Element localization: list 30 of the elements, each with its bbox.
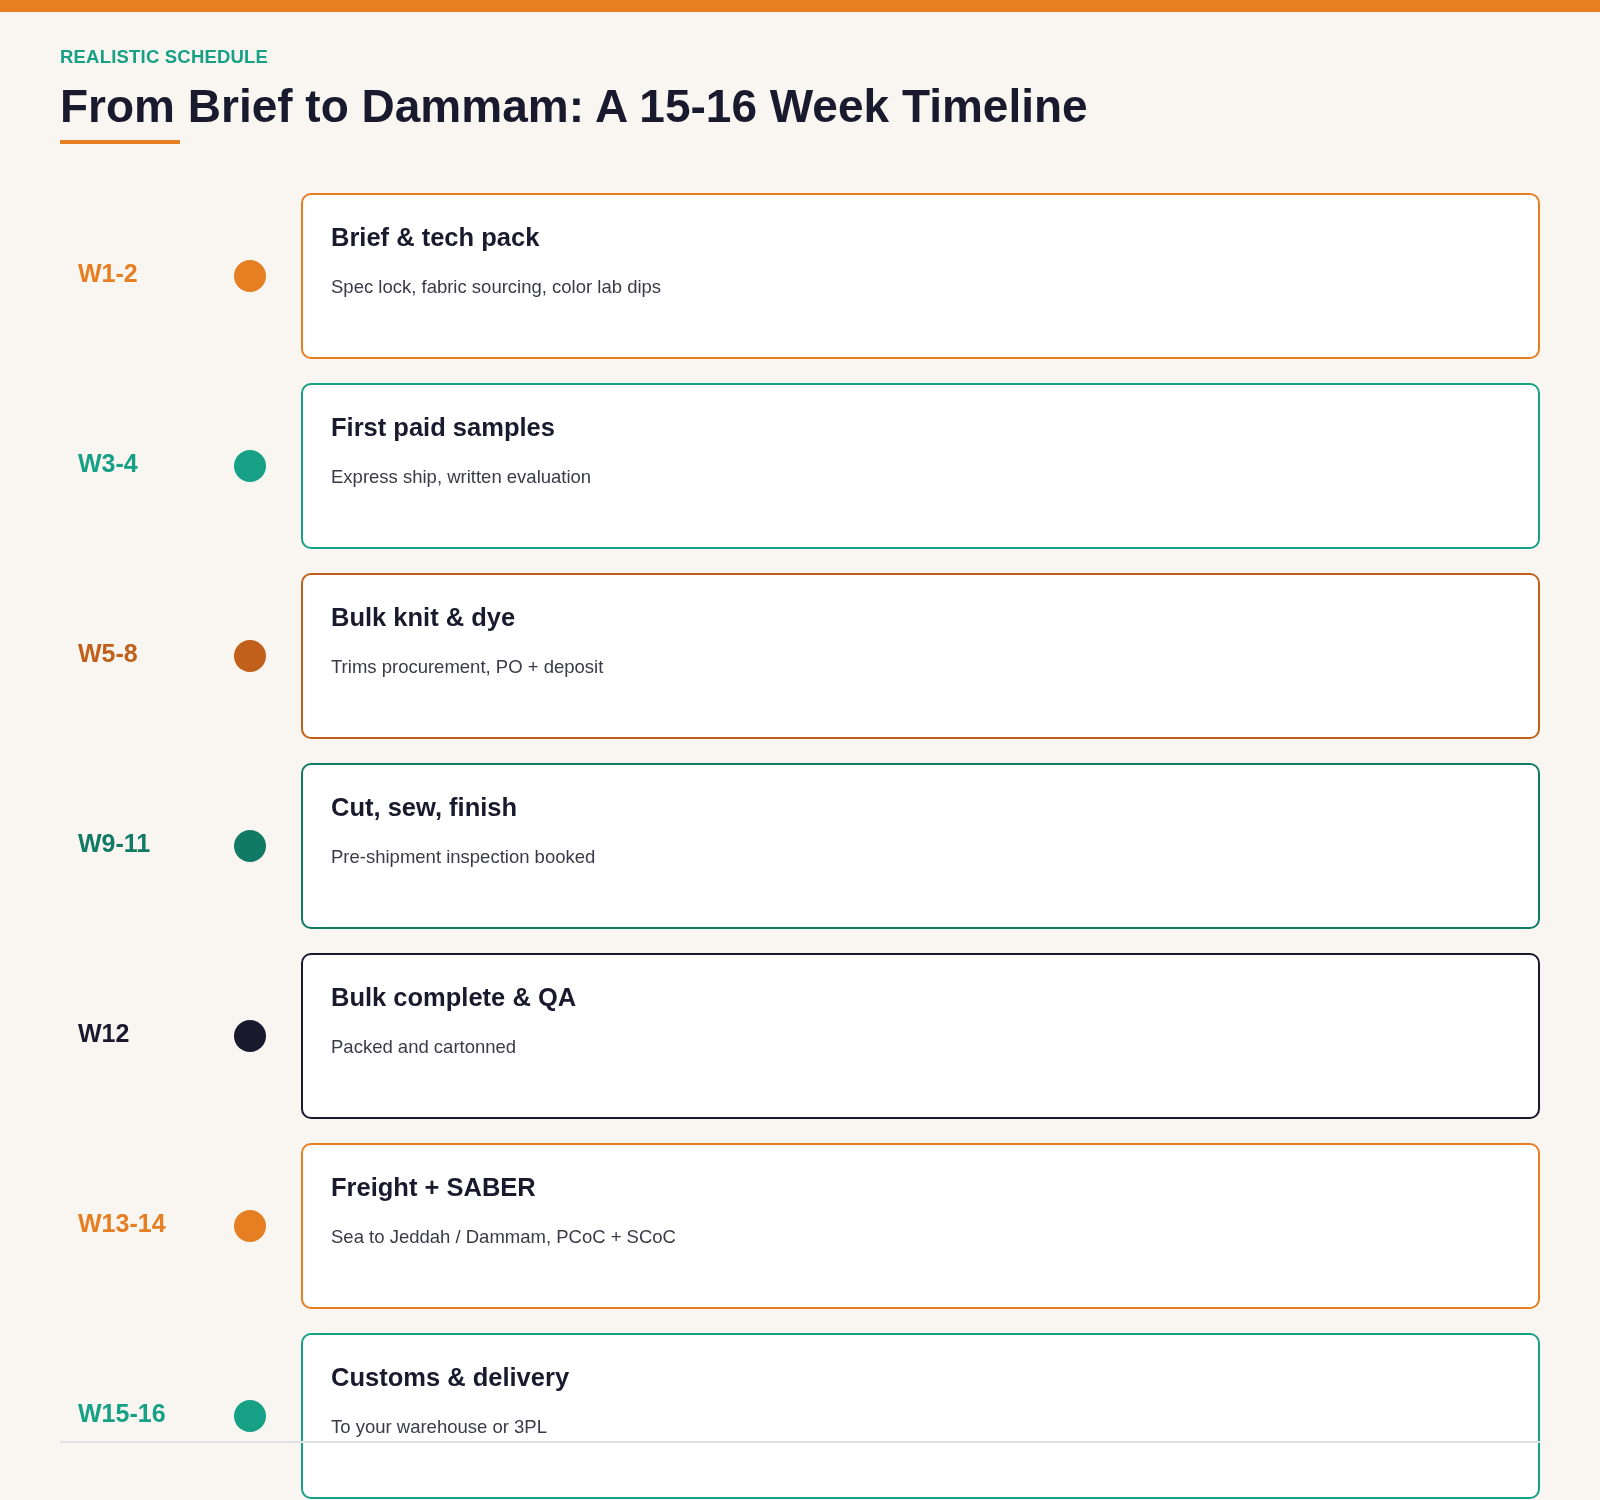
phase-title: Brief & tech pack [331, 222, 540, 253]
phase-description: To your warehouse or 3PL [331, 1415, 547, 1439]
phase-card [301, 763, 1540, 929]
eyebrow-label: REALISTIC SCHEDULE [60, 46, 269, 68]
week-range-label: W3-4 [78, 448, 138, 478]
page-title: From Brief to Dammam: A 15-16 Week Timeline [60, 79, 1088, 133]
week-range-label: W5-8 [78, 638, 138, 668]
phase-title: Bulk knit & dye [331, 602, 516, 633]
phase-card [301, 1143, 1540, 1309]
week-range-label: W9-11 [78, 828, 151, 858]
phase-card [301, 953, 1540, 1119]
week-range-label: W12 [78, 1018, 130, 1048]
phase-description: Trims procurement, PO + deposit [331, 655, 604, 679]
phase-title: Freight + SABER [331, 1172, 536, 1203]
week-range-label: W1-2 [78, 258, 138, 288]
phase-title: Bulk complete & QA [331, 982, 577, 1013]
phase-description: Pre-shipment inspection booked [331, 845, 596, 869]
phase-description: Sea to Jeddah / Dammam, PCoC + SCoC [331, 1225, 676, 1249]
phase-card [301, 193, 1540, 359]
phase-card [301, 383, 1540, 549]
phase-card [301, 573, 1540, 739]
phase-title: Cut, sew, finish [331, 792, 518, 823]
phase-title: Customs & delivery [331, 1362, 570, 1393]
phase-card [301, 1333, 1540, 1499]
phase-title: First paid samples [331, 412, 555, 443]
phase-description: Packed and cartonned [331, 1035, 517, 1059]
phase-description: Spec lock, fabric sourcing, color lab dips [331, 275, 662, 299]
week-range-label: W13-14 [78, 1208, 166, 1238]
phase-description: Express ship, written evaluation [331, 465, 592, 489]
week-range-label: W15-16 [78, 1398, 166, 1428]
